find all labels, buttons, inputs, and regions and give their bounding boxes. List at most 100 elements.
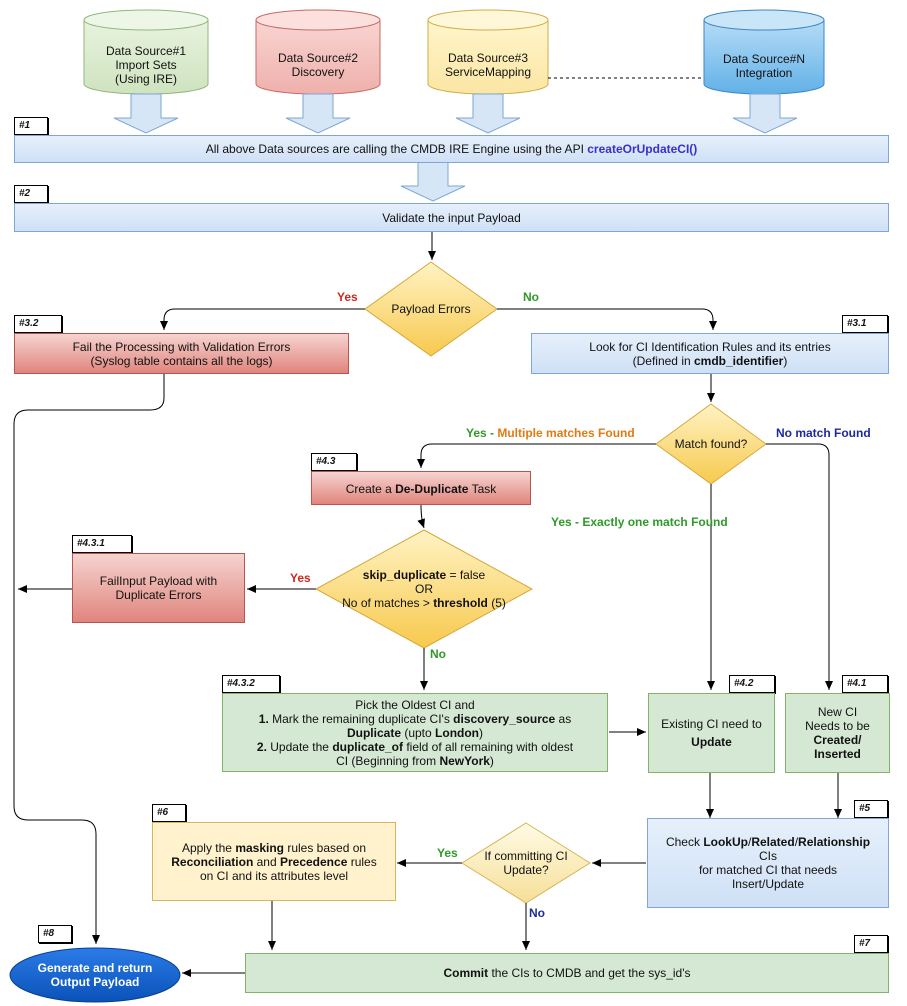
data-source-1-name: Data Source#1: [105, 44, 187, 58]
data-source-cylinder-1: [83, 9, 209, 95]
step-4-3-2-tag: #4.3.2: [222, 675, 280, 693]
data-source-n-name: Data Source#N: [722, 52, 806, 66]
step-6-line1: Apply the masking rules based on: [182, 841, 366, 855]
step-5-slash1: /: [747, 835, 752, 849]
step-4-3-bold: De-Duplicate: [395, 482, 469, 496]
step-5-lookup: LookUp: [703, 835, 748, 849]
step-5-check: Check: [665, 835, 704, 849]
step-8-output-payload: Generate and return Output Payload: [12, 955, 178, 995]
step-4-3-2-line2-c: as: [555, 711, 572, 726]
step-3-1-table-name: cmdb_identifier: [694, 353, 784, 368]
step-8-line1: Generate and return: [37, 961, 153, 975]
data-source-n-label: Data Source#N Integration: [704, 52, 824, 80]
step-4-3-2-line1: Pick the Oldest CI and: [355, 697, 475, 712]
step-4-3-2-london: London: [435, 725, 480, 740]
step-6-rules: rules: [347, 854, 377, 869]
step-1-api-call: All above Data sources are calling the C…: [14, 135, 889, 163]
step-4-3-2-line5-c: ): [489, 753, 494, 768]
step-3-2-line2: (Syslog table contains all the logs): [90, 353, 273, 368]
edge-label-payload-yes: Yes: [337, 290, 358, 304]
edge-label-commit-no: No: [529, 906, 545, 920]
step-6-masking-rules: Apply the masking rules based on Reconci…: [152, 822, 396, 901]
step-4-2-update-existing: Existing CI need to Update: [648, 693, 775, 773]
step-4-3-2-line2-a: Mark the remaining duplicate CI's: [268, 711, 454, 726]
step-6-masking: masking: [235, 840, 284, 855]
match-found-label: Match found?: [674, 437, 748, 451]
step-8-line2: Output Payload: [50, 975, 140, 989]
step-4-3-2-pick-oldest: Pick the Oldest CI and 1. Mark the remai…: [222, 693, 608, 772]
step-7-tag: #7: [854, 935, 888, 953]
skip-duplicate-value: = false: [446, 568, 486, 582]
skip-duplicate-line3-post: (5): [487, 596, 506, 610]
step-4-3-2-line3-b: (upto: [401, 725, 436, 740]
output-payload-ellipse: [9, 947, 181, 1003]
edge-label-skip-no: No: [430, 647, 446, 661]
step-3-1-line2-pre: (Defined in: [632, 353, 694, 368]
step-4-3-2-line5-a: CI (Beginning from: [336, 753, 440, 768]
step-4-1-line1: New CI: [817, 705, 858, 719]
step-4-3-2-line2: 1. Mark the remaining duplicate CI's dis…: [259, 712, 571, 726]
skip-duplicate-threshold: threshold: [433, 596, 488, 610]
step-1-api-name: createOrUpdateCI(): [587, 142, 698, 156]
skip-duplicate-line3: No of matches > threshold (5): [342, 596, 506, 610]
step-6-line1-a: Apply the: [181, 840, 236, 855]
data-source-1-label: Data Source#1 Import Sets (Using IRE): [86, 44, 206, 86]
step-5-relationship: Relationship: [798, 835, 871, 849]
step-4-2-tag: #4.2: [729, 675, 775, 693]
step-1-text: All above Data sources are calling the C…: [205, 142, 588, 156]
data-source-3-type: ServiceMapping: [444, 65, 532, 79]
step-6-precedence: Precedence: [279, 854, 348, 869]
step-6-line2: Reconciliation and Precedence rules: [171, 855, 376, 869]
source-block-arrows: [113, 93, 798, 202]
data-source-cylinder-2: [255, 9, 381, 95]
step-6-line3: on CI and its attributes level: [199, 868, 349, 883]
step-4-3-2-line3: Duplicate (upto London): [347, 726, 483, 740]
step-4-3-2-discovery-source: discovery_source: [453, 711, 556, 726]
step-4-3-2-duplicate-of: duplicate_of: [332, 739, 403, 754]
step-5-related: Related: [751, 835, 795, 849]
step-3-2-line1: Fail the Processing with Validation Erro…: [72, 339, 291, 354]
step-4-3-1-line1: FailInput Payload with: [99, 574, 218, 588]
step-5-tag: #5: [854, 800, 888, 818]
step-3-1-tag: #3.1: [842, 315, 888, 333]
step-4-1-new-ci: New CI Needs to be Created/ Inserted: [785, 693, 890, 773]
step-2-text: Validate the input Payload: [382, 210, 521, 225]
step-8-tag: #8: [38, 925, 72, 943]
step-2-tag: #2: [14, 185, 48, 203]
step-6-and: and: [253, 854, 280, 869]
step-3-2-tag: #3.2: [14, 315, 62, 333]
step-7-commit-word: Commit: [443, 966, 489, 980]
step-4-1-tag: #4.1: [842, 675, 888, 693]
data-source-2-type: Discovery: [291, 65, 345, 79]
step-4-3-2-duplicate: Duplicate: [346, 725, 401, 740]
skip-duplicate-label: skip_duplicate = false OR No of matches …: [324, 560, 524, 618]
step-4-1-line4: Inserted: [814, 747, 861, 761]
step-4-1-line2: Needs to be: [805, 719, 870, 733]
step-4-3-2-line5: CI (Beginning from NewYork): [336, 754, 494, 768]
connector-lines: [13, 232, 842, 977]
step-4-3-2-num2: 2.: [256, 739, 267, 754]
step-1-tag: #1: [14, 117, 48, 135]
skip-duplicate-or: OR: [415, 582, 433, 596]
step-4-3-post: Task: [468, 482, 497, 496]
edge-label-multiple-matches: Yes - Multiple matches Found: [466, 426, 635, 440]
step-3-1-line2: (Defined in cmdb_identifier): [633, 354, 788, 368]
step-3-1-line2-post: ): [783, 353, 788, 368]
step-4-3-2-num1: 1.: [258, 711, 269, 726]
skip-duplicate-field: skip_duplicate: [362, 568, 447, 582]
step-4-3-1-duplicate-errors: FailInput Payload with Duplicate Errors: [72, 553, 245, 623]
step-7-commit: Commit the CIs to CMDB and get the sys_i…: [245, 953, 889, 993]
step-4-3-1-tag: #4.3.1: [72, 535, 132, 553]
step-4-3-2-line3-d: ): [479, 725, 484, 740]
edge-label-multiple-yes: Yes -: [466, 426, 498, 440]
committing-line1: If committing CI: [484, 849, 568, 863]
step-4-3-2-line4: 2. Update the duplicate_of field of all …: [257, 740, 573, 754]
step-4-2-line2-wrap: Update: [691, 735, 732, 749]
edge-label-skip-yes: Yes: [290, 571, 311, 585]
step-4-2-line1: Existing CI need to: [661, 717, 762, 731]
edge-label-no-match: No match Found: [776, 426, 871, 440]
step-6-reconciliation: Reconciliation: [171, 854, 254, 869]
data-source-1-type: Import Sets: [115, 58, 177, 72]
step-4-3-tag: #4.3: [311, 453, 357, 471]
